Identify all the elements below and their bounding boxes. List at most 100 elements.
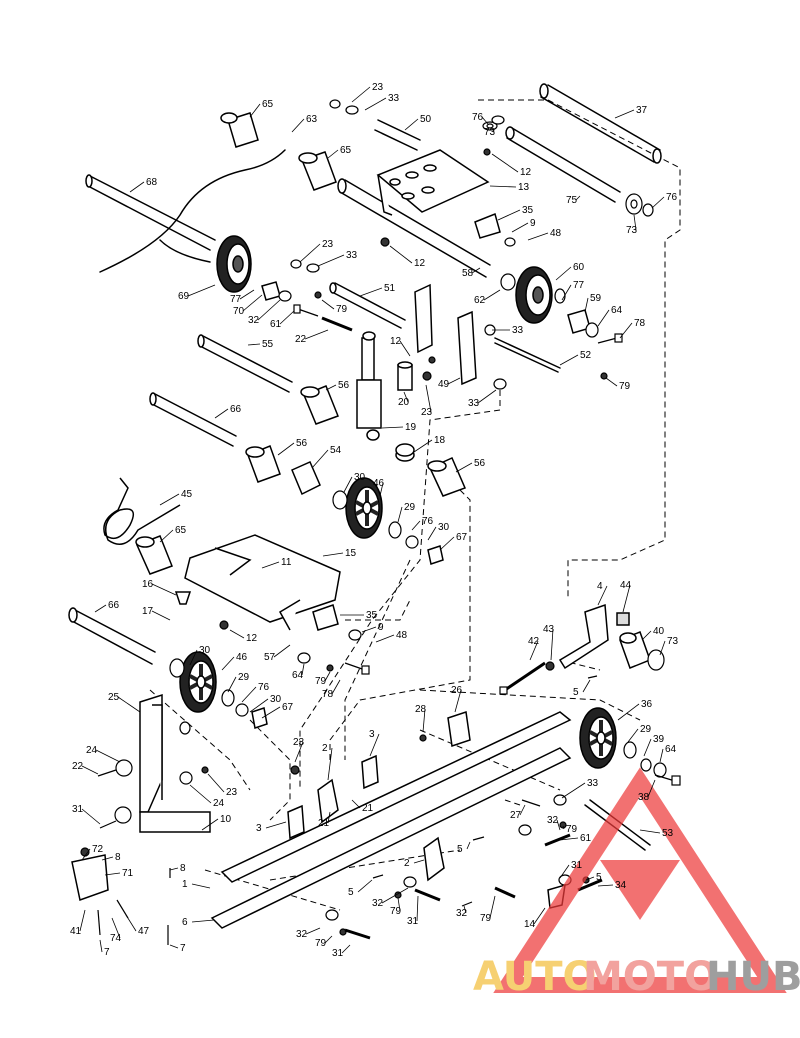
- leader-line: [327, 149, 339, 159]
- part-number-label: 65: [262, 99, 274, 110]
- part-number-label: 3: [256, 823, 262, 834]
- leader-line: [511, 222, 529, 233]
- leader-line: [294, 741, 304, 763]
- bolt-31-icon: [99, 820, 117, 829]
- leader-line: [455, 462, 473, 473]
- part-number-label: 31: [332, 948, 344, 959]
- leader-line: [614, 109, 635, 119]
- part-number-label: 34: [615, 880, 627, 891]
- part-number-label: 32: [372, 898, 384, 909]
- part-number-label: 13: [518, 182, 530, 193]
- leader-line: [561, 782, 586, 799]
- part-number-label: 64: [665, 744, 677, 755]
- part-number-label: 35: [366, 610, 378, 621]
- leader-line: [327, 811, 331, 824]
- spring-wire-icon: [99, 149, 286, 273]
- part-number-label: 43: [543, 624, 555, 635]
- washer-icon: [625, 193, 643, 215]
- part-number-label: 25: [108, 692, 120, 703]
- part-number-label: 49: [438, 379, 450, 390]
- leader-line: [239, 289, 255, 300]
- part-number-label: 33: [468, 398, 480, 409]
- leader-line: [582, 679, 591, 693]
- leader-line: [489, 185, 517, 188]
- leader-line: [201, 818, 219, 831]
- leader-line: [447, 377, 461, 385]
- part-number-label: 21: [318, 818, 330, 829]
- part-number-label: 65: [175, 525, 187, 536]
- leader-line: [101, 856, 114, 861]
- part-number-label: 20: [398, 397, 410, 408]
- leader-line: [659, 640, 666, 656]
- plate-25-icon: [139, 693, 211, 833]
- leader-line: [249, 103, 261, 118]
- washer-icon: [297, 652, 311, 664]
- part-number-label: 24: [86, 745, 98, 756]
- bolt-icon: [293, 304, 319, 317]
- leader-line: [550, 628, 554, 661]
- part-number-label: 53: [662, 828, 674, 839]
- washer-icon: [642, 203, 654, 217]
- leader-line: [277, 442, 295, 456]
- part-number-label: 69: [178, 291, 190, 302]
- part-number-label: 33: [388, 93, 400, 104]
- washer-icon: [504, 237, 516, 247]
- part-number-label: 40: [653, 626, 665, 637]
- part-number-label: 47: [138, 926, 150, 937]
- leader-line: [413, 439, 433, 453]
- part-number-label: 32: [547, 815, 559, 826]
- shaft-66-icon: [149, 392, 237, 447]
- part-number-label: 75: [566, 195, 578, 206]
- leader-line: [375, 634, 395, 643]
- leader-line: [94, 604, 107, 613]
- part-number-label: 63: [306, 114, 318, 125]
- washer-icon: [235, 703, 249, 717]
- leader-line: [241, 686, 257, 703]
- leader-line: [463, 905, 467, 914]
- washer-icon: [325, 909, 339, 921]
- part-number-label: 51: [384, 283, 396, 294]
- washers: [80, 99, 667, 936]
- leader-line: [533, 907, 546, 925]
- spring-45-icon: [103, 477, 181, 545]
- bolt-38-icon: [654, 774, 681, 786]
- logo-text-moto: MOTO: [583, 954, 718, 1000]
- leader-line: [325, 384, 337, 391]
- leader-line: [403, 391, 409, 403]
- part-number-label: 5: [348, 887, 354, 898]
- bolt-78-icon: [597, 333, 623, 344]
- part-number-label: 33: [346, 250, 358, 261]
- logo-text-auto: AUTO: [473, 954, 597, 1000]
- part-number-label: 2: [404, 858, 410, 869]
- spacer-67-icon: [427, 545, 444, 565]
- part-number-label: 23: [226, 787, 238, 798]
- leader-line: [369, 733, 380, 757]
- washer-icon: [179, 721, 191, 735]
- part-number-label: 30: [270, 694, 282, 705]
- part-number-label: 9: [530, 218, 536, 229]
- part-number-label: 30: [354, 472, 366, 483]
- part-number-label: 66: [230, 404, 242, 415]
- washer-icon: [329, 99, 341, 109]
- part-number-label: 58: [462, 268, 474, 279]
- logo-text-hub: HUB: [706, 954, 800, 1000]
- part-number-label: 32: [296, 929, 308, 940]
- part-number-label: 7: [104, 947, 110, 958]
- part-number-label: 29: [238, 672, 250, 683]
- leader-line: [151, 610, 171, 621]
- washer-icon: [345, 105, 359, 115]
- cross-plate-13-icon: [376, 149, 490, 216]
- leader-line: [81, 848, 91, 861]
- leader-line: [261, 706, 281, 719]
- part-number-label: 15: [345, 548, 357, 559]
- leader-line: [556, 819, 561, 831]
- wheels: [179, 235, 617, 769]
- part-number-label: 3: [369, 729, 375, 740]
- part-number-label: 17: [142, 606, 154, 617]
- part-number-label: 41: [70, 926, 82, 937]
- leader-line: [492, 127, 495, 133]
- sleeves: [135, 112, 651, 729]
- washer-icon: [306, 263, 320, 273]
- part-number-label: 24: [213, 798, 225, 809]
